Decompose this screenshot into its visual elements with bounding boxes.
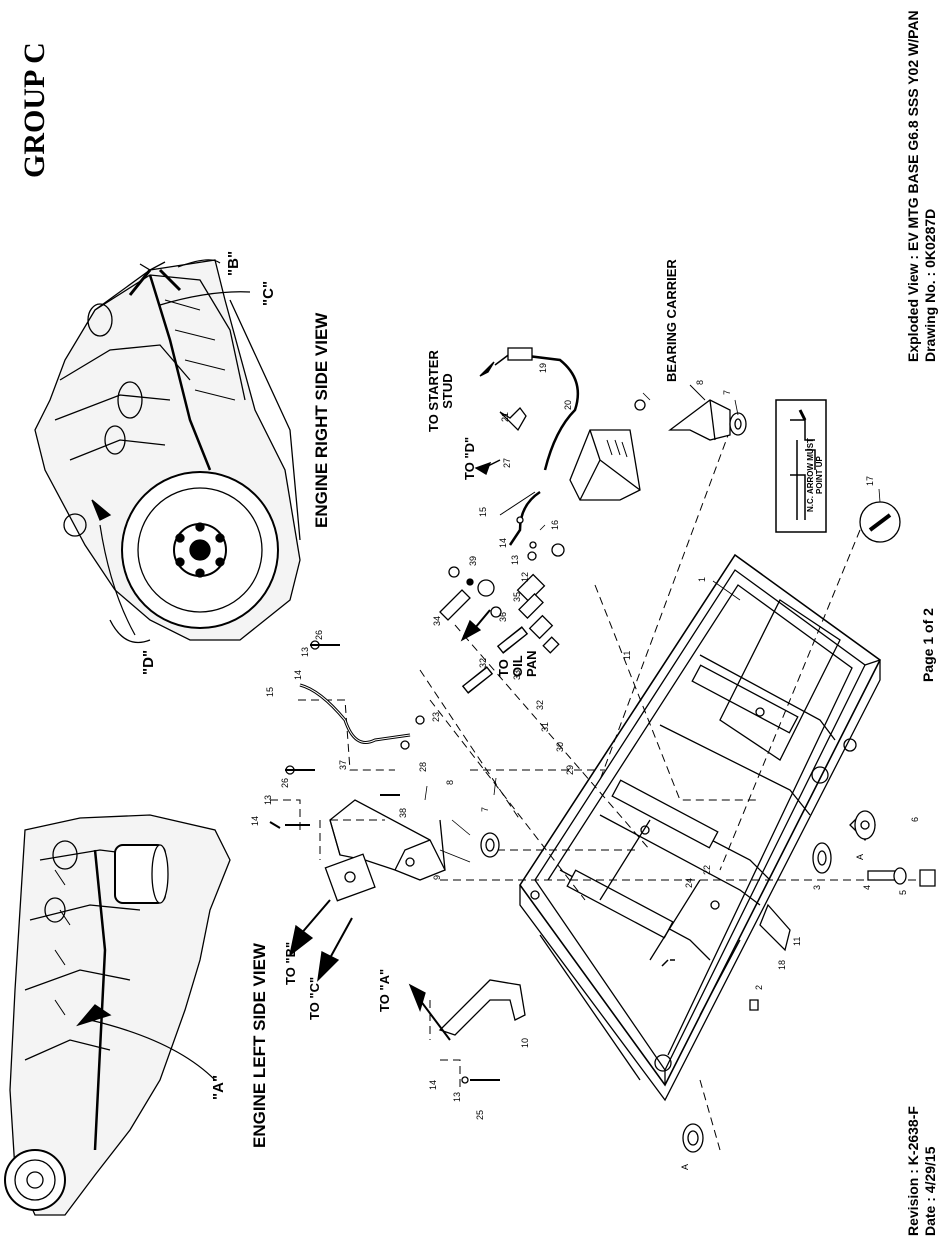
part-label-16: 16 (550, 519, 560, 530)
part-label-11a: 11 (622, 650, 632, 660)
part-label-7b: 7 (480, 806, 490, 812)
part-label-10: 10 (520, 1037, 530, 1048)
to-oil-line3: PAN (524, 650, 539, 677)
part-label-3: 3 (812, 884, 822, 890)
part-label-14d: 14 (428, 1079, 438, 1090)
group-title: GROUP C (18, 42, 51, 178)
note-line1: N.C. ARROW MUST (806, 438, 815, 512)
part-label-21: 21 (500, 411, 510, 422)
part-label-23: 23 (431, 711, 441, 722)
part-label-12: 12 (520, 571, 530, 582)
part-label-26a: 26 (314, 629, 324, 640)
part-label-29: 29 (565, 764, 575, 775)
callout-c: "C" (260, 280, 277, 306)
part-label-a1: A (855, 853, 865, 860)
part-label-14b: 14 (293, 669, 303, 680)
revision-number: Revision : K-2638-F (905, 1106, 921, 1236)
engine-right-side-view-label: ENGINE RIGHT SIDE VIEW (312, 312, 331, 528)
part-label-9: 9 (432, 874, 442, 880)
part-label-15a: 15 (478, 506, 488, 517)
part-label-26b: 26 (280, 777, 290, 788)
part-label-5: 5 (898, 889, 908, 895)
part-label-32b: 32 (478, 657, 488, 668)
part-label-32a: 32 (535, 699, 545, 710)
part-label-38: 38 (398, 807, 408, 818)
part-label-13c: 13 (263, 794, 273, 805)
part-label-37: 37 (338, 759, 348, 770)
part-label-15b: 15 (265, 686, 275, 697)
part-label-30: 30 (555, 741, 565, 752)
to-c-label: TO "C" (307, 976, 322, 1020)
part-label-8b: 8 (445, 779, 455, 785)
drawing-number: Drawing No. : 0K0287D (922, 208, 938, 362)
part-label-6: 6 (910, 816, 920, 822)
part-label-13d: 13 (452, 1091, 462, 1102)
revision-block: Revision : K-2638-F Date : 4/29/15 (905, 1106, 939, 1236)
to-starter-line2: STUD (440, 373, 455, 409)
engine-right-side-illustration (34, 259, 301, 644)
part-label-20: 20 (563, 399, 573, 410)
callout-b: "B" (225, 250, 242, 276)
part-label-14a: 14 (498, 537, 508, 548)
part-label-22: 22 (702, 864, 712, 875)
part-label-39: 39 (468, 555, 478, 566)
part-label-2: 2 (754, 984, 764, 990)
part-label-28: 28 (418, 761, 428, 772)
part-label-17: 17 (865, 475, 875, 486)
to-oil-line1: TO (496, 659, 511, 677)
part-label-25: 25 (475, 1109, 485, 1120)
to-d-label: TO "D" (462, 436, 477, 480)
to-starter-line1: TO STARTER (426, 350, 441, 432)
note-line2: POINT UP (815, 456, 824, 494)
bearing-carrier-label: BEARING CARRIER (664, 259, 679, 382)
part-label-1: 1 (697, 576, 707, 582)
engine-left-side-illustration (4, 814, 231, 1216)
part-label-8a: 8 (695, 379, 705, 385)
mounting-base-frame (519, 553, 882, 1102)
part-label-13b: 13 (300, 646, 310, 657)
part-label-34: 34 (432, 615, 442, 626)
part-label-33: 33 (512, 669, 522, 680)
to-starter-stud-label: TO STARTER STUD (426, 350, 455, 432)
part-label-7a: 7 (722, 389, 732, 395)
part-label-27: 27 (502, 457, 512, 468)
part-label-35: 35 (512, 591, 522, 602)
to-b-label: TO "B" (283, 941, 298, 985)
part-label-14c: 14 (250, 815, 260, 826)
part-label-11b: 11 (792, 936, 802, 946)
part-label-19: 19 (538, 362, 548, 373)
exploded-view-title: Exploded View : EV MTG BASE G6.8 SSS Y02… (905, 10, 921, 362)
part-label-13a: 13 (510, 554, 520, 565)
page-number: Page 1 of 2 (920, 608, 936, 682)
part-label-18: 18 (777, 959, 787, 970)
engine-left-side-view-label: ENGINE LEFT SIDE VIEW (250, 943, 269, 1148)
callout-a: "A" (210, 1074, 227, 1100)
part-label-4: 4 (862, 884, 872, 890)
part-label-a2: A (680, 1163, 690, 1170)
part-label-31: 31 (540, 721, 550, 732)
callout-d: "D" (140, 649, 157, 675)
revision-date: Date : 4/29/15 (922, 1146, 938, 1237)
part-label-36: 36 (498, 611, 508, 622)
title-block: Exploded View : EV MTG BASE G6.8 SSS Y02… (905, 10, 939, 362)
part-label-24: 24 (684, 877, 694, 888)
to-a-label: TO "A" (377, 968, 392, 1012)
float-switch-note: N.C. ARROW MUST POINT UP (806, 438, 824, 512)
